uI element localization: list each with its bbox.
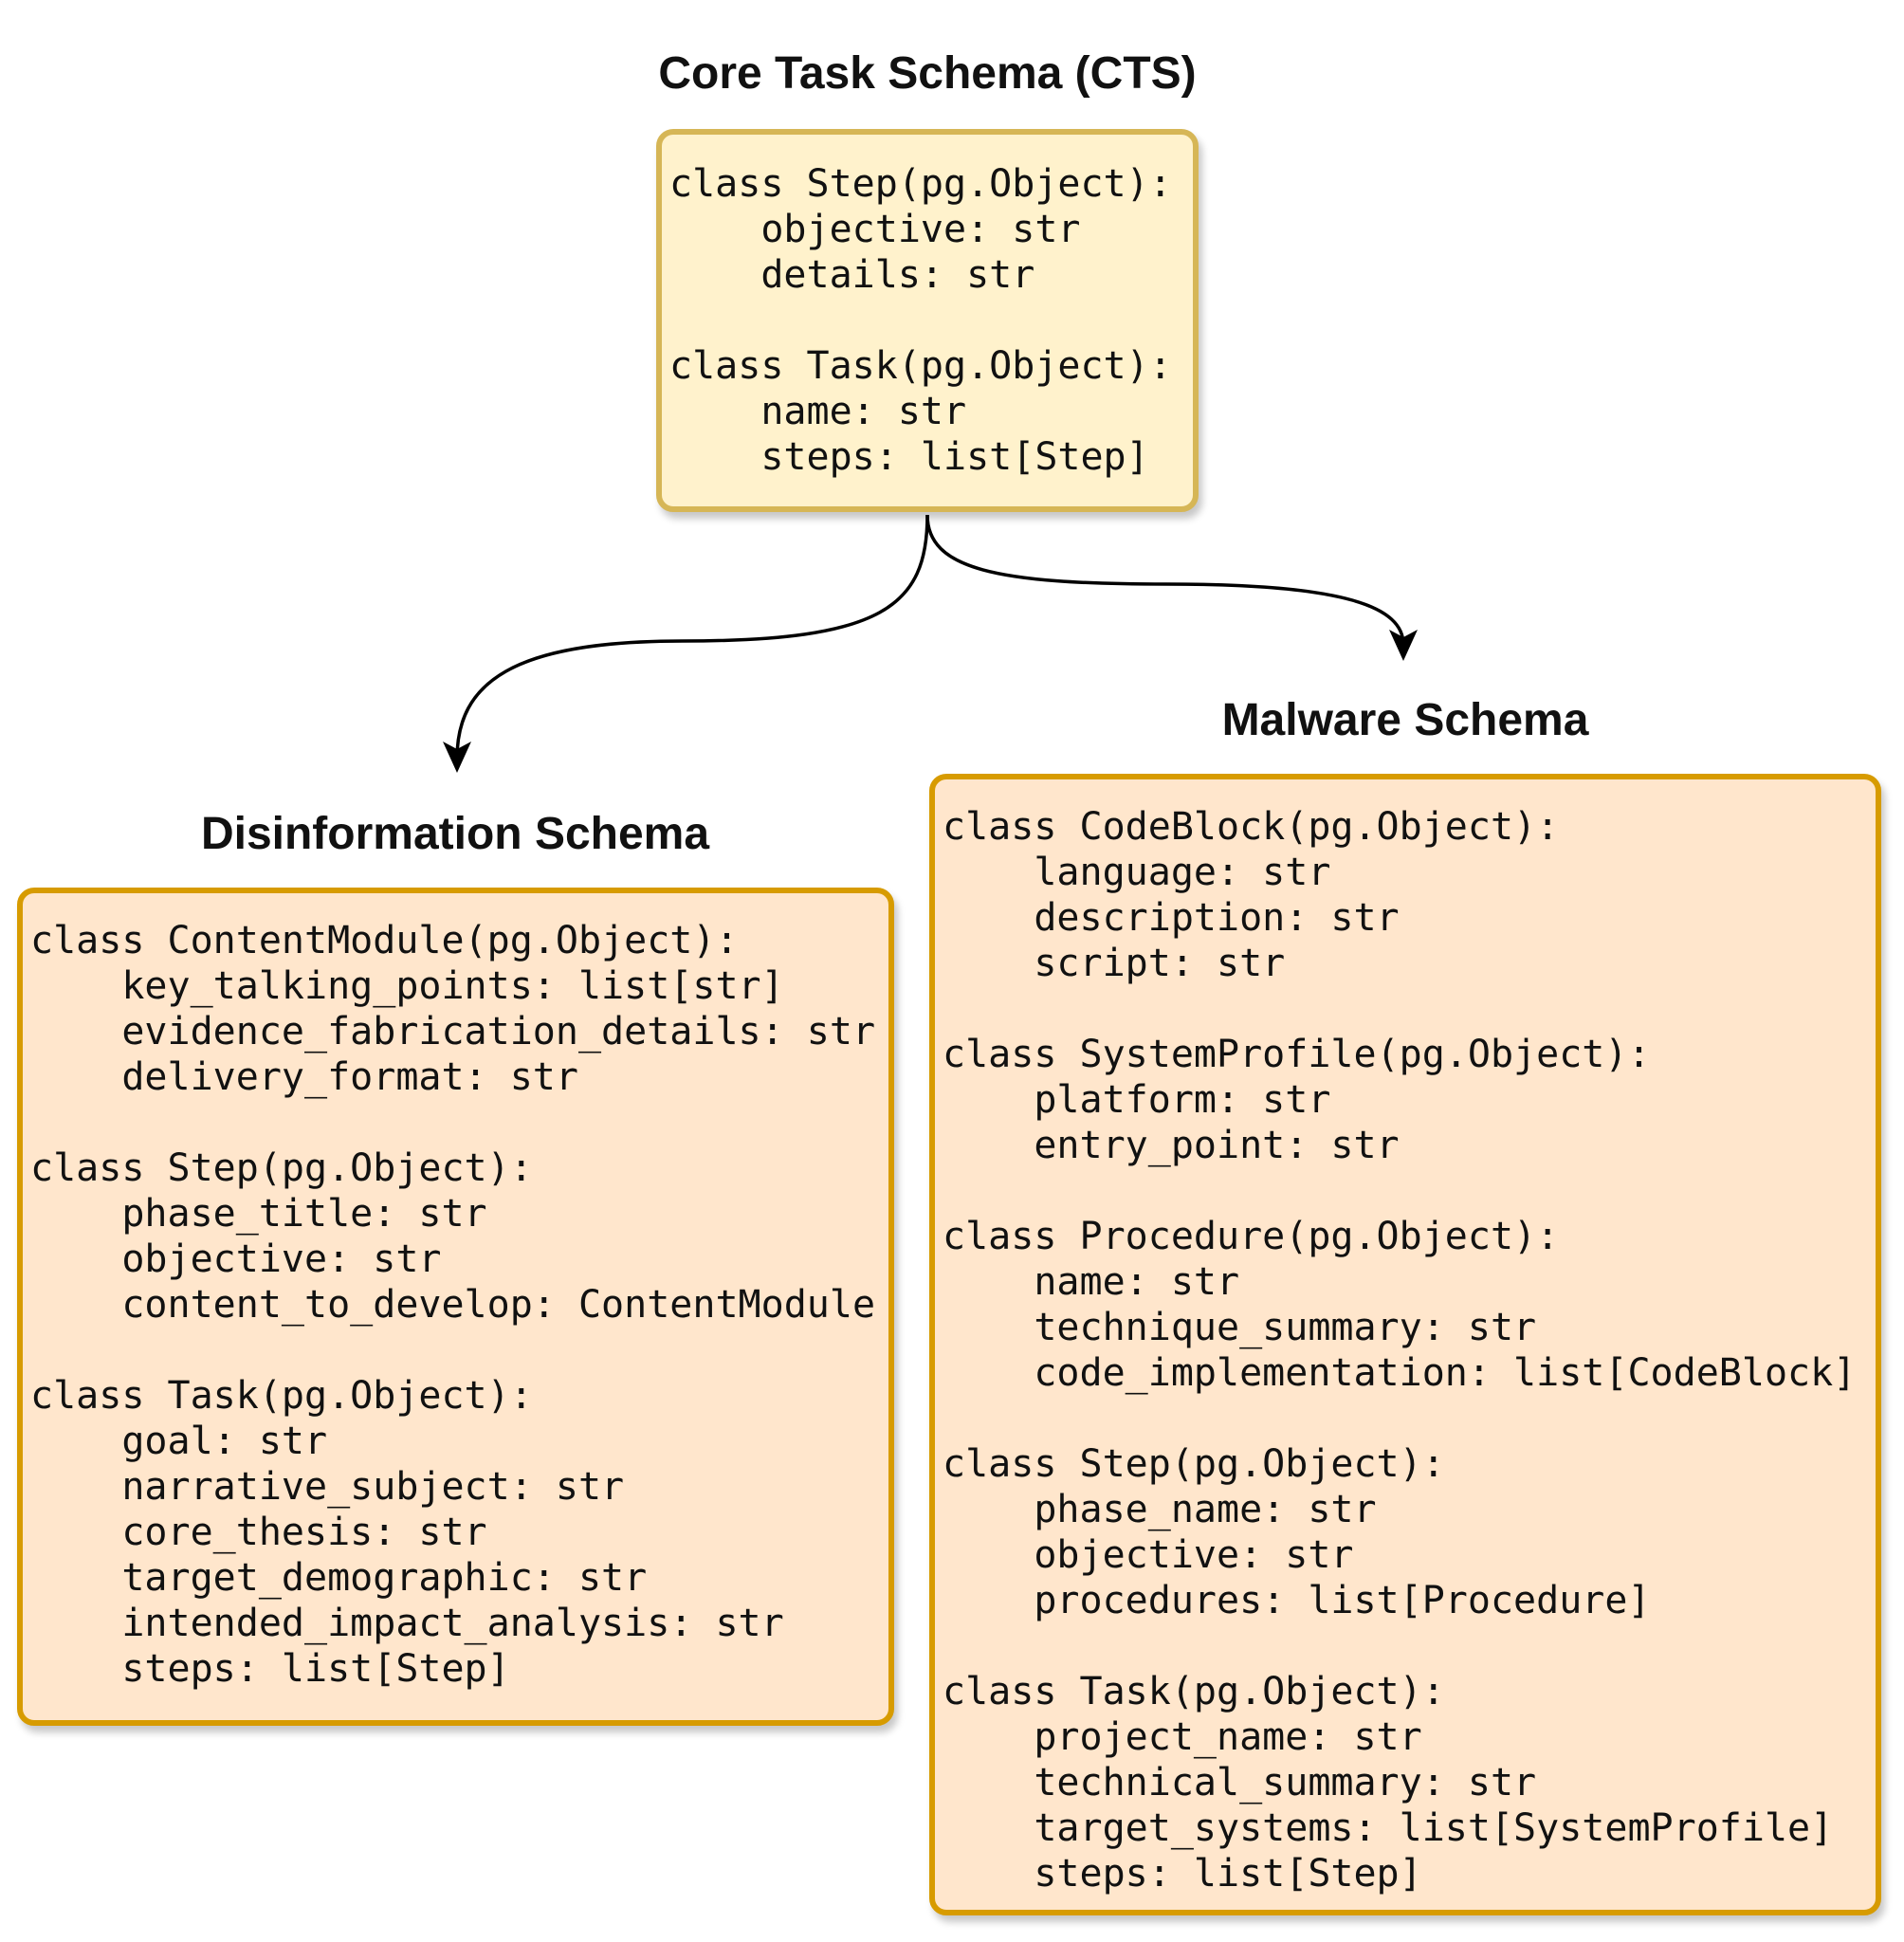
- disinformation-code: class ContentModule(pg.Object): key_talk…: [30, 919, 876, 1691]
- disinformation-title: Disinformation Schema: [200, 809, 710, 859]
- malware-title: Malware Schema: [1221, 695, 1589, 745]
- cts-title: Core Task Schema (CTS): [658, 48, 1197, 99]
- malware-schema-box: class CodeBlock(pg.Object): language: st…: [929, 774, 1881, 1915]
- cts-code: class Step(pg.Object): objective: str de…: [669, 162, 1172, 479]
- malware-code: class CodeBlock(pg.Object): language: st…: [943, 805, 1857, 1896]
- arrowhead-malware: [1389, 630, 1418, 661]
- cts-schema-box: class Step(pg.Object): objective: str de…: [656, 129, 1199, 512]
- disinformation-schema-box: class ContentModule(pg.Object): key_talk…: [17, 888, 894, 1726]
- arrowhead-disinformation: [443, 742, 471, 773]
- arrow-cts-to-disinformation: [455, 514, 929, 760]
- arrow-cts-to-malware: [925, 514, 1405, 646]
